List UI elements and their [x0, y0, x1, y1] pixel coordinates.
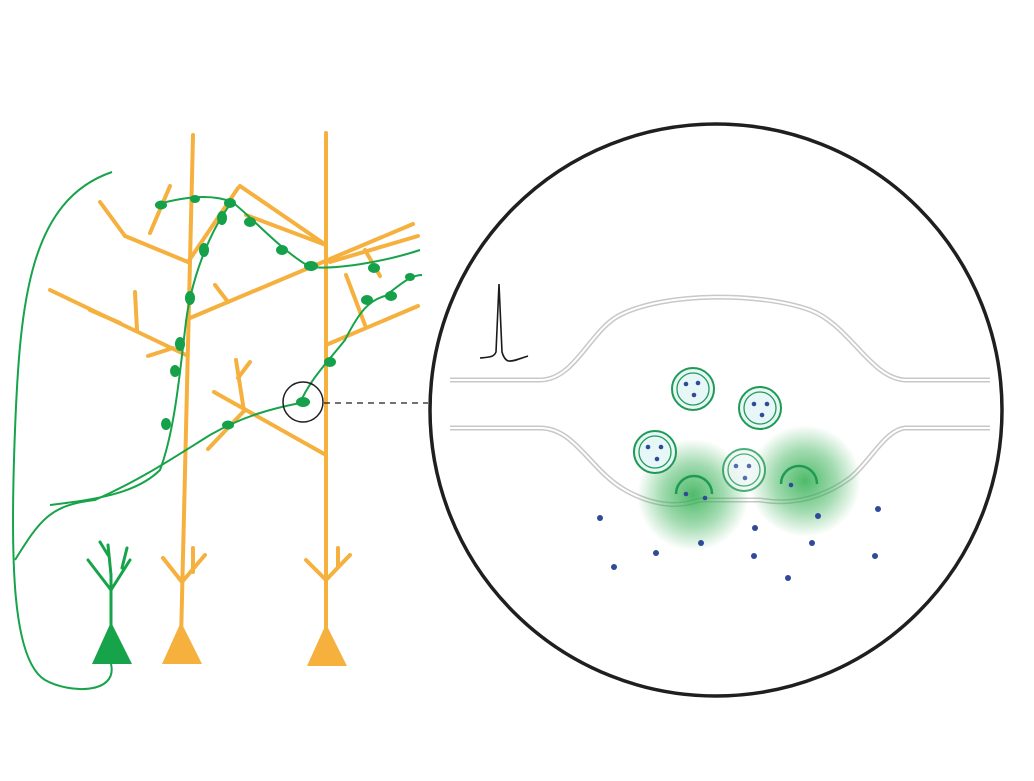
varicosity	[175, 337, 185, 351]
orange-neuron-left	[48, 133, 240, 642]
neurotransmitter-dot	[698, 540, 704, 546]
dendrite-branch	[133, 290, 139, 332]
dendrite-branch	[98, 200, 127, 238]
vesicle	[722, 448, 766, 492]
varicosity	[190, 195, 200, 203]
varicosity	[185, 291, 195, 305]
vesicle	[671, 367, 715, 411]
neurotransmitter-dot	[752, 525, 758, 531]
varicosity	[222, 420, 234, 430]
orange-soma-right	[307, 624, 347, 666]
neurotransmitter-dot	[872, 553, 878, 559]
neurotransmitter-dot	[653, 550, 659, 556]
green-axon	[11, 171, 423, 690]
action-potential-spike-icon	[479, 283, 529, 362]
green-soma	[92, 622, 132, 664]
orange-soma-left	[162, 622, 202, 664]
dendrite-branch	[236, 360, 252, 380]
varicosity	[155, 200, 167, 210]
fusing-vesicle	[674, 474, 714, 501]
neurotransmitter-dot	[611, 564, 617, 570]
neurotransmitter-dot	[751, 553, 757, 559]
varicosity	[224, 198, 236, 208]
neurotransmitter-dot	[785, 575, 791, 581]
membrane-inner-line	[450, 296, 990, 381]
varicosity	[296, 397, 310, 407]
dendrite-branch	[98, 540, 110, 557]
release-glow	[749, 425, 861, 537]
zoom-magnifier-circle-icon	[428, 122, 1004, 698]
dendrite-branch	[88, 308, 122, 325]
neurotransmitter-dot	[875, 506, 881, 512]
varicosity	[385, 291, 397, 301]
fusing-vesicle	[779, 464, 819, 488]
orange-neuron-right	[188, 131, 420, 642]
dendrite-branch	[106, 543, 113, 577]
dendrite-branch	[234, 358, 246, 413]
dendrite-branch	[212, 390, 328, 457]
varicosity	[324, 357, 336, 367]
dendrite-branch	[188, 222, 415, 320]
dendrite-branch	[213, 283, 230, 304]
varicosity	[368, 263, 380, 273]
dendrite-branch	[324, 304, 420, 347]
dendrite-branch	[123, 234, 190, 264]
neurotransmitter-dot	[815, 513, 821, 519]
dendrite-branch	[206, 409, 246, 451]
green-neuron	[86, 540, 132, 630]
axon-branch-upper	[154, 196, 421, 269]
basal-dendrite	[304, 558, 328, 582]
dendrite-branch	[120, 546, 129, 570]
varicosity	[361, 295, 373, 305]
neurotransmitter-dot	[809, 540, 815, 546]
synapse-highlight-circle	[282, 381, 324, 423]
axon-varicosities	[155, 195, 415, 430]
zoom-inset	[428, 122, 1004, 698]
apical-dendrite	[179, 133, 195, 642]
dendrite-branch	[238, 184, 328, 247]
varicosity	[405, 273, 415, 281]
axon-branch-lower	[14, 402, 301, 561]
vesicle	[738, 386, 782, 430]
dendrite-branch	[146, 346, 175, 358]
basal-dendrite	[161, 556, 184, 584]
varicosity	[304, 261, 318, 271]
axon-outer-loop	[11, 171, 113, 690]
dendrite-branch	[86, 558, 113, 592]
varicosity	[244, 217, 256, 227]
synaptic-vesicles	[633, 367, 819, 501]
vesicle	[633, 430, 677, 474]
dendrite-branch	[328, 234, 420, 264]
neurotransmitter-molecules	[597, 506, 881, 581]
dendrite-branch	[344, 273, 367, 327]
dendrite-branch	[244, 213, 328, 247]
varicosity	[199, 243, 209, 257]
dendrite-branch	[148, 184, 172, 235]
varicosity	[276, 245, 288, 255]
dendrite-branch	[109, 558, 132, 592]
varicosity	[217, 211, 227, 225]
varicosity	[170, 365, 180, 377]
neurotransmitter-dot	[597, 515, 603, 521]
axon-branch-right	[299, 274, 423, 404]
varicosity	[161, 418, 171, 430]
zoom-background	[430, 124, 1002, 696]
